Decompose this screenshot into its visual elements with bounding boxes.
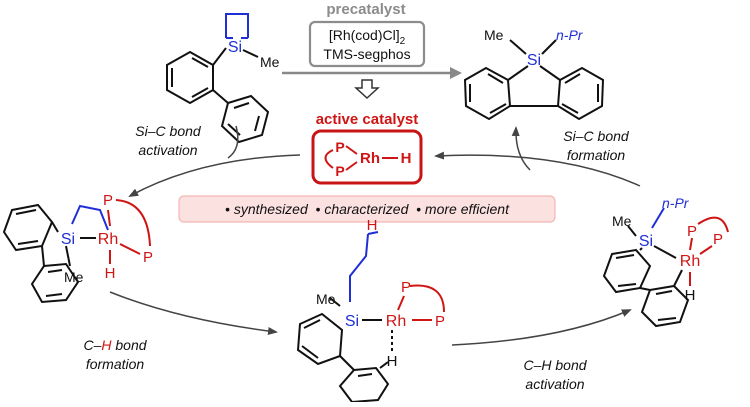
intermediate-right: [602, 207, 729, 328]
product-release-arrow: [511, 126, 531, 171]
intermediate-left: [2, 199, 151, 304]
cycle-arrow-to-bottom: [109, 291, 278, 335]
main-reaction-arrowhead: [450, 67, 462, 79]
int-right-h: H: [685, 287, 696, 304]
product-npr-label: n-Pr: [556, 27, 584, 43]
active-h: H: [401, 150, 412, 167]
int-bottom-p-top: P: [401, 279, 411, 296]
precatalyst-label: precatalyst: [326, 1, 405, 18]
int-left-si: Si: [61, 231, 75, 248]
int-right-si: Si: [639, 233, 653, 250]
step-si-c-formation-line1: Si–C bond: [563, 128, 630, 144]
cycle-arrow-to-left: [128, 154, 301, 197]
substrate-si-label: Si: [228, 39, 242, 56]
precatalyst-rh-complex: [Rh(cod)Cl]2: [329, 27, 406, 47]
substrate-me-label: Me: [260, 54, 280, 70]
precatalyst-ligand: TMS-segphos: [323, 46, 410, 62]
int-right-p-left: P: [687, 223, 697, 240]
int-bottom-h-top: H: [367, 217, 378, 234]
int-bottom-rh: Rh: [386, 313, 406, 330]
active-catalyst-structure: P P Rh H: [324, 139, 412, 179]
precatalyst-box: [308, 20, 426, 68]
active-p-top: P: [335, 139, 344, 155]
step-ch-formation-line1: C–H bond: [83, 337, 147, 353]
int-right-npr: n-Pr: [662, 195, 690, 211]
product-si-label: Si: [527, 52, 541, 69]
int-left-p-top: P: [103, 192, 113, 209]
int-bottom-h-agostic: H: [387, 353, 398, 370]
active-catalyst-label: active catalyst: [316, 111, 419, 128]
int-left-h: H: [105, 265, 116, 282]
int-left-rh: Rh: [98, 231, 118, 248]
int-bottom-p-right: P: [435, 313, 445, 330]
substrate-entry-curve: [227, 125, 239, 159]
product-me-label: Me: [484, 27, 504, 43]
intermediate-bottom: [296, 231, 445, 404]
cycle-arrow-to-right: [451, 309, 632, 346]
step-si-c-activation-line2: activation: [138, 142, 197, 158]
int-bottom-me: Me: [316, 291, 336, 307]
step-si-c-activation-line1: Si–C bond: [135, 123, 202, 139]
active-rh: Rh: [360, 150, 380, 167]
product-molecule: [463, 39, 605, 121]
int-left-p-right: P: [143, 249, 153, 266]
int-right-p-right: P: [713, 231, 723, 248]
cycle-arrow-to-center: [434, 151, 641, 187]
step-ch-activation-line1: C–H bond: [523, 357, 587, 373]
active-p-bottom: P: [335, 163, 344, 179]
step-si-c-formation-line2: formation: [567, 147, 626, 163]
step-ch-formation-line2: formation: [86, 356, 145, 372]
step-ch-activation-line2: activation: [525, 376, 584, 392]
int-right-rh: Rh: [680, 253, 700, 270]
active-catalyst-box: [311, 129, 423, 185]
int-bottom-si: Si: [345, 313, 359, 330]
int-left-me: Me: [64, 269, 84, 285]
properties-box: [178, 195, 556, 223]
activation-down-arrow: [354, 79, 380, 100]
properties-text: • synthesized • characterized • more eff…: [225, 201, 510, 217]
int-right-me: Me: [612, 213, 632, 229]
